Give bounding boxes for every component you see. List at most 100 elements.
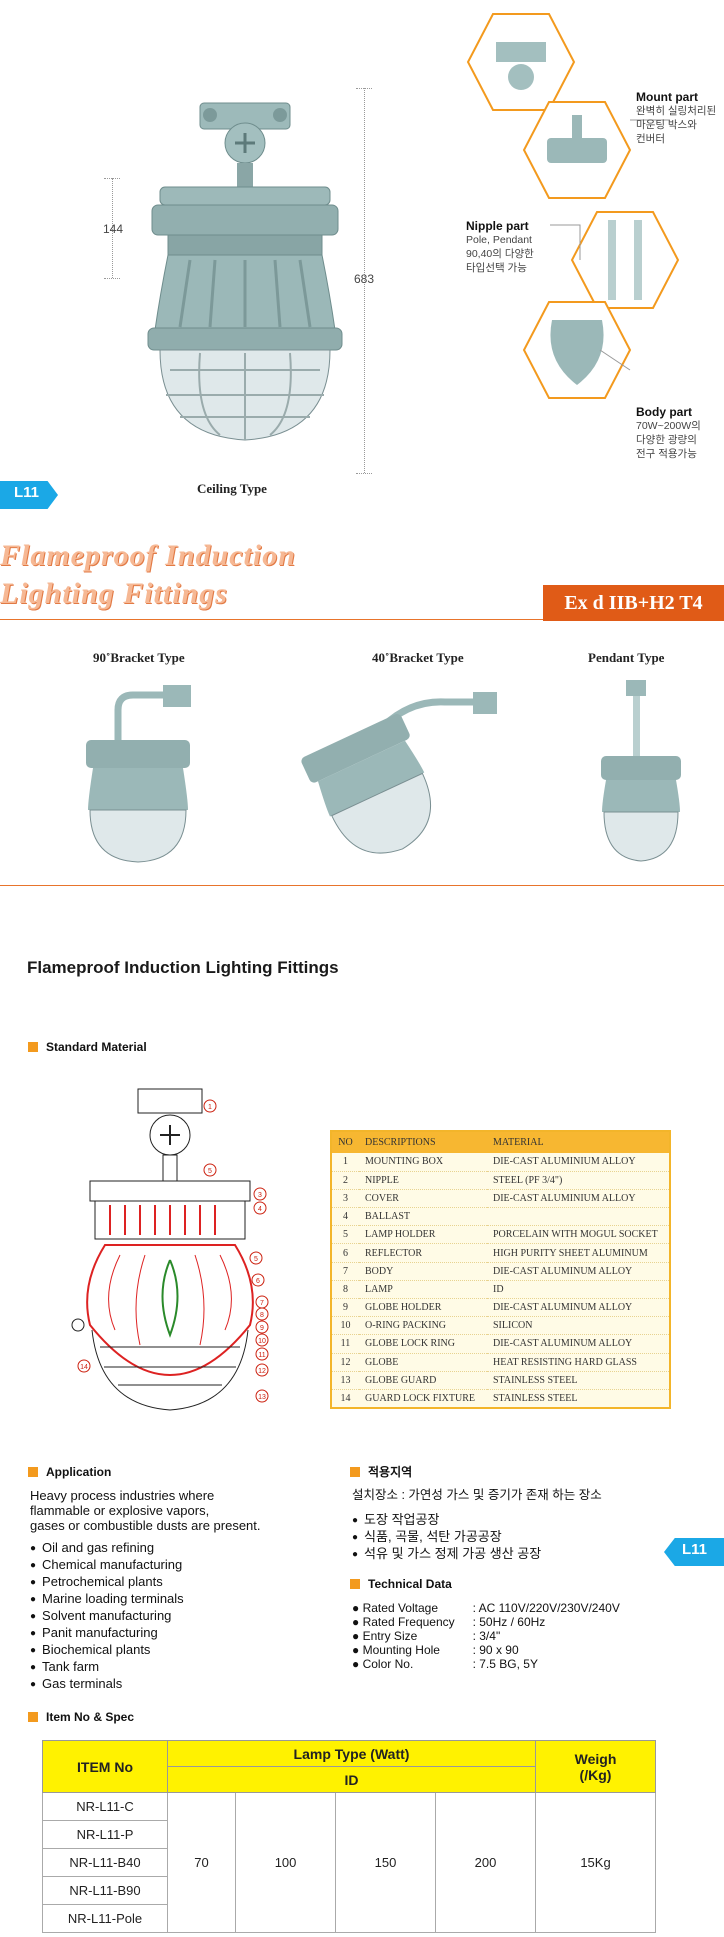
- technical-heading: Technical Data: [350, 1575, 452, 1593]
- product-heading: Flameproof Induction Lighting Fittings: [27, 958, 339, 977]
- row-no: 12: [331, 1353, 359, 1372]
- tech-value: : 90 x 90: [472, 1643, 519, 1657]
- product-title-banner: Flameproof Induction Lighting Fittings: [0, 537, 296, 613]
- spec-item: NR-L11-B40: [42, 1848, 168, 1877]
- body-part-desc-1: 70W~200W의: [636, 420, 701, 432]
- pendant-illustration: [601, 680, 681, 862]
- spec-heading: Item No & Spec: [28, 1708, 134, 1726]
- tech-row-entry: ● Entry Size: 3/4": [352, 1629, 501, 1643]
- row-no: 3: [331, 1189, 359, 1209]
- application-list: Oil and gas refining Chemical manufactur…: [30, 1540, 184, 1693]
- svg-text:4: 4: [258, 1206, 262, 1213]
- body-part-callout: Body part 70W~200W의 다양한 광량의 전구 적용가능: [636, 405, 724, 461]
- nipple-part-callout: Nipple part Pole, Pendant 90,40의 다양한 타입선…: [466, 219, 566, 275]
- spec-watt-70: 70: [166, 1792, 237, 1933]
- tech-label: Rated Voltage: [362, 1601, 438, 1615]
- tech-label: Rated Frequency: [362, 1615, 455, 1629]
- tech-value: : 50Hz / 60Hz: [472, 1615, 546, 1629]
- korean-area-list: 도장 작업공장 식품, 곡물, 석탄 가공공장 석유 및 가스 정제 가공 생산…: [352, 1512, 541, 1563]
- spec-watt-200: 200: [434, 1792, 537, 1933]
- row-no: 9: [331, 1298, 359, 1318]
- list-item: Oil and gas refining: [30, 1540, 184, 1557]
- row-desc: LAMP: [359, 1280, 487, 1300]
- spec-col-weight-line-2: (/Kg): [579, 1766, 612, 1783]
- spec-watt-150: 150: [335, 1792, 436, 1933]
- list-item: Panit manufacturing: [30, 1625, 184, 1642]
- table-row: NR-L11-C 70 100 150 200 15Kg: [42, 1792, 656, 1933]
- tech-label: Entry Size: [362, 1629, 418, 1643]
- row-desc: O-RING PACKING: [359, 1316, 487, 1336]
- row-material: DIE-CAST ALUMINUM ALLOY: [487, 1334, 670, 1354]
- orange-square-icon: [28, 1041, 38, 1052]
- spec-item: NR-L11-C: [42, 1792, 168, 1821]
- row-desc: MOUNTING BOX: [359, 1153, 487, 1172]
- row-desc: LAMP HOLDER: [359, 1225, 487, 1245]
- application-heading: Application: [28, 1463, 111, 1481]
- svg-text:6: 6: [256, 1278, 260, 1285]
- svg-text:1: 1: [208, 1104, 212, 1111]
- tech-label: Color No.: [362, 1657, 414, 1671]
- tech-label: Mounting Hole: [362, 1643, 440, 1657]
- explosion-protection-badge: Ex d IIB+H2 T4: [543, 585, 724, 621]
- spec-col-item: ITEM No: [42, 1740, 168, 1793]
- row-desc: BALLAST: [359, 1207, 487, 1227]
- svg-text:5: 5: [208, 1168, 212, 1175]
- row-desc: GLOBE LOCK RING: [359, 1334, 487, 1354]
- svg-text:11: 11: [258, 1352, 265, 1359]
- list-item: Petrochemical plants: [30, 1574, 184, 1591]
- svg-text:3: 3: [258, 1192, 262, 1199]
- row-material: STAINLESS STEEL: [487, 1371, 670, 1390]
- row-desc: GLOBE HOLDER: [359, 1298, 487, 1318]
- row-no: 2: [331, 1171, 359, 1190]
- nipple-part-desc-3: 타입선택 가능: [466, 262, 527, 274]
- row-desc: NIPPLE: [359, 1171, 487, 1190]
- svg-text:10: 10: [258, 1338, 266, 1345]
- spec-weight: 15Kg: [535, 1792, 656, 1933]
- list-item: 석유 및 가스 정제 가공 생산 공장: [352, 1546, 541, 1563]
- table-row: NR-L11-Pole: [42, 1904, 656, 1933]
- row-desc: GLOBE GUARD: [359, 1371, 487, 1390]
- korean-area-heading: 적용지역: [350, 1463, 412, 1481]
- list-item: Chemical manufacturing: [30, 1557, 184, 1574]
- svg-text:9: 9: [260, 1325, 264, 1332]
- svg-text:14: 14: [80, 1364, 88, 1371]
- spec-item: NR-L11-P: [42, 1820, 168, 1849]
- application-intro-line-1: Heavy process industries where: [30, 1488, 215, 1503]
- list-item: Gas terminals: [30, 1676, 184, 1693]
- svg-text:7: 7: [260, 1300, 264, 1307]
- type-pendant-caption: Pendant Type: [588, 650, 665, 665]
- tech-value: : 3/4": [472, 1629, 501, 1643]
- type-90-caption: 90˚Bracket Type: [93, 650, 185, 665]
- series-badge-left: L11: [0, 481, 58, 509]
- orange-square-icon: [350, 1466, 360, 1477]
- row-no: 14: [331, 1389, 359, 1409]
- row-no: 1: [331, 1153, 359, 1172]
- mount-part-desc-3: 컨버터: [636, 133, 665, 145]
- hexagon-connector-lines: [550, 119, 670, 371]
- row-no: 7: [331, 1262, 359, 1281]
- exploded-diagram: [71, 1088, 254, 1411]
- body-part-desc-3: 전구 적용가능: [636, 448, 697, 460]
- list-item: Marine loading terminals: [30, 1591, 184, 1608]
- spec-table: ITEM No Lamp Type (Watt) Weigh (/Kg) ID …: [42, 1740, 656, 1933]
- svg-text:12: 12: [258, 1368, 266, 1375]
- list-item: 도장 작업공장: [352, 1512, 541, 1529]
- spec-col-weight-line-1: Weigh: [574, 1750, 617, 1767]
- nipple-part-hexagon: [570, 211, 680, 309]
- row-material: DIE-CAST ALUMINIUM ALLOY: [487, 1153, 670, 1172]
- header-material: MATERIAL: [487, 1131, 670, 1153]
- diagram-callout-markers: 1 5 3 4 5 6 7 8 9 10 11 12 13 14: [77, 1099, 269, 1403]
- svg-text:5: 5: [254, 1256, 258, 1263]
- spec-subheader-row: ID: [43, 1766, 656, 1793]
- mount-part-hexagon: [466, 13, 576, 111]
